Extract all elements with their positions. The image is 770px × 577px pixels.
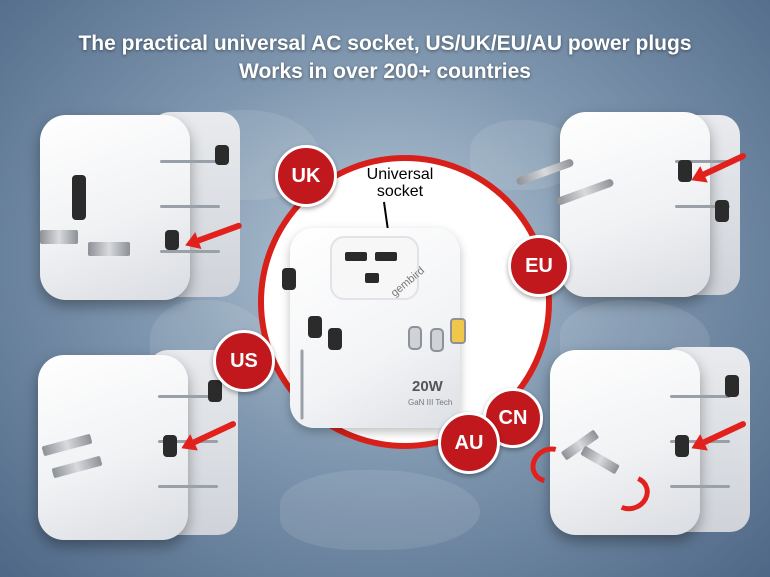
adapter-slot — [160, 160, 220, 163]
gan-tech-label: GaN III Tech — [408, 398, 453, 407]
map-background-shape — [280, 470, 480, 550]
eu-adapter-image — [510, 100, 748, 300]
socket-label-line-2: socket — [376, 183, 424, 200]
universal-socket-label: Universal socket — [345, 166, 455, 200]
adapter-slot — [160, 205, 220, 208]
badge-au: AU — [438, 412, 500, 474]
usb-a-port — [450, 318, 466, 344]
uk-earth-prong — [72, 175, 86, 220]
badge-us: US — [213, 330, 275, 392]
wattage-label: 20W — [412, 378, 443, 395]
badge-eu: EU — [508, 235, 570, 297]
plug-selector-slider — [675, 435, 689, 457]
socket-hole — [345, 252, 367, 261]
plug-selector-slider — [165, 230, 179, 250]
socket-hole — [365, 273, 379, 283]
badge-uk: UK — [275, 145, 337, 207]
plug-selector-slider — [308, 316, 322, 338]
adapter-slot — [670, 395, 730, 398]
adapter-slot — [675, 205, 730, 208]
usb-c-port — [430, 328, 444, 352]
adapter-slot — [670, 485, 730, 488]
plug-selector-slider — [328, 328, 342, 350]
adapter-slot — [158, 395, 218, 398]
plug-selector-slider — [282, 268, 296, 290]
plug-selector-slider — [678, 160, 692, 182]
plug-selector-slider — [215, 145, 229, 165]
headline-line-1: The practical universal AC socket, US/UK… — [78, 32, 692, 55]
uk-prong — [40, 230, 78, 244]
plug-selector-slider — [725, 375, 739, 397]
center-adapter-image: gembird 20W GaN III Tech — [282, 228, 466, 428]
socket-label-line-1: Universal — [366, 166, 434, 183]
uk-adapter-image — [30, 100, 243, 310]
universal-socket-face — [330, 236, 419, 300]
adapter-slot — [158, 485, 218, 488]
headline-line-2: Works in over 200+ countries — [239, 60, 531, 83]
socket-hole — [375, 252, 397, 261]
adapter-slot — [675, 160, 730, 163]
adapter-slot — [300, 349, 304, 420]
plug-selector-slider — [715, 200, 729, 222]
au-cn-adapter-image — [520, 335, 750, 545]
plug-selector-slider — [163, 435, 177, 457]
us-adapter-image — [28, 340, 243, 545]
adapter-body — [560, 112, 710, 297]
badge-cn: CN — [483, 388, 543, 448]
uk-prong — [88, 242, 130, 256]
plug-selector-slider — [208, 380, 222, 402]
usb-c-port — [408, 326, 422, 350]
